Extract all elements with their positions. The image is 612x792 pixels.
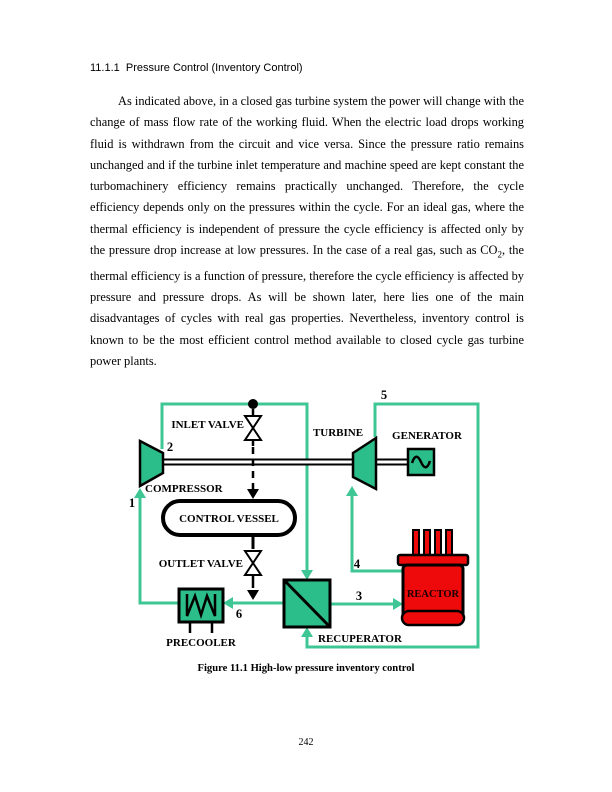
flow-arrow-into-recuperator-bottom	[301, 627, 313, 637]
generator-sine-icon	[410, 455, 432, 469]
co2-base: CO	[480, 243, 498, 258]
stream-number-3: 3	[356, 589, 362, 603]
reactor-label: REACTOR	[407, 589, 460, 600]
precooler-label: PRECOOLER	[166, 637, 237, 649]
inlet-valve-icon	[243, 415, 263, 430]
generator-label: GENERATOR	[392, 430, 463, 442]
flow-arrow-into-compressor	[134, 488, 146, 498]
flow-line-stream2	[160, 402, 309, 574]
outlet-valve-icon	[243, 550, 263, 565]
precooler-coil-icon	[185, 592, 217, 620]
stream-number-5: 5	[381, 388, 387, 402]
body-paragraph: As indicated above, in a closed gas turb…	[90, 91, 524, 372]
arrow-into-control-vessel	[247, 489, 259, 499]
compressor-shape	[138, 438, 165, 489]
reactor-rod-4	[445, 529, 453, 558]
turbine-label: TURBINE	[313, 427, 363, 439]
inlet-valve-label: INLET VALVE	[171, 419, 244, 431]
figure-11-1-diagram: REACTOR INLET VALVE TURBINE GENERATOR CO…	[129, 388, 480, 649]
flow-line-stream1	[138, 497, 179, 605]
reactor-rod-2	[423, 529, 431, 558]
outlet-valve-icon-lower	[243, 561, 263, 576]
figure-caption: Figure 11.1 High-low pressure inventory …	[197, 663, 415, 674]
tap-point-dot	[248, 399, 258, 409]
stream-number-6: 6	[236, 607, 242, 621]
flow-arrow-into-turbine	[346, 486, 358, 496]
text-block: 11.1.1 Pressure Control (Inventory Contr…	[90, 62, 524, 372]
paragraph-part2: , the thermal efficiency is a function o…	[90, 243, 524, 369]
section-heading: 11.1.1 Pressure Control (Inventory Contr…	[90, 62, 303, 74]
arrow-into-low-pressure-line	[247, 590, 259, 600]
flow-line-stream5	[305, 402, 480, 649]
recuperator-label: RECUPERATOR	[318, 633, 403, 645]
reactor-rod-3	[434, 529, 442, 558]
control-vessel-shape	[161, 499, 297, 537]
stream-number-4: 4	[354, 557, 361, 571]
stream-number-2: 2	[167, 440, 173, 454]
recuperator-diagonal	[282, 578, 332, 629]
co2-subscript: 2	[497, 249, 503, 260]
stream-number-1: 1	[129, 496, 135, 510]
reactor-bottom-band	[400, 609, 466, 627]
outlet-valve-label: OUTLET VALVE	[159, 558, 243, 570]
flow-arrow-into-reactor	[393, 598, 403, 610]
flow-arrow-into-precooler	[223, 597, 233, 609]
control-vessel-label: CONTROL VESSEL	[179, 513, 279, 525]
reactor-rod-1	[412, 529, 420, 558]
inlet-valve-icon-lower	[243, 426, 263, 441]
page-number: 242	[298, 737, 314, 748]
turbine-shape	[351, 435, 378, 492]
flow-line-stream4	[350, 495, 403, 573]
flow-arrow-into-recuperator-top	[301, 570, 313, 580]
compressor-label: COMPRESSOR	[145, 483, 224, 495]
paragraph-part1: As indicated above, in a closed gas turb…	[90, 94, 524, 258]
